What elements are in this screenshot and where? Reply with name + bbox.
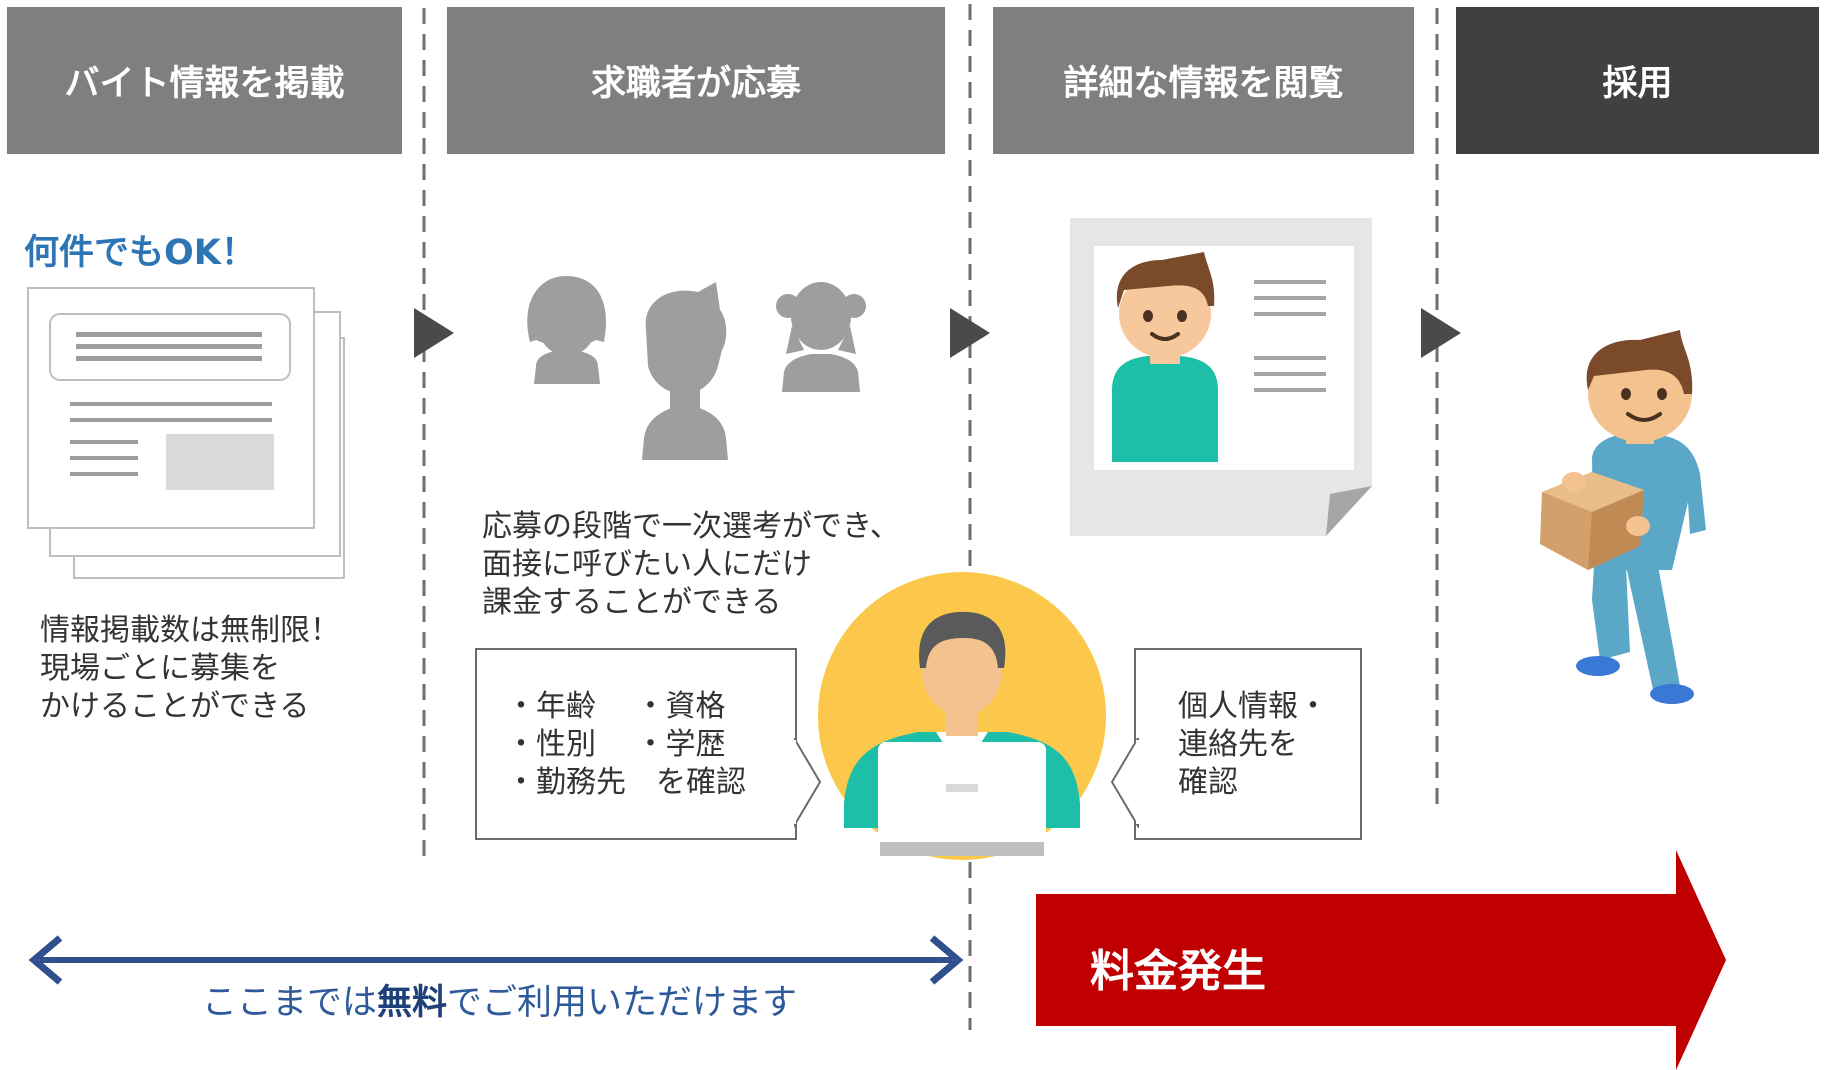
post-description: 情報掲載数は無制限！ 現場ごとに募集を かけることができる [40, 613, 340, 724]
step-header-view: 詳細な情報を閲覧 [993, 7, 1414, 154]
triangle-right-icon [950, 308, 990, 358]
free-usage-caption: ここまでは無料でご利用いただけます [202, 974, 797, 1025]
free-prefix: ここまでは [202, 983, 378, 1023]
worker-with-box-icon [1540, 330, 1706, 704]
fee-label: 料金発生 [1090, 946, 1266, 997]
unlimited-headline: 何件でもOK！ [24, 233, 256, 273]
check-items-text: ・年齢 ・資格 ・性別 ・学歴 ・勤務先 を確認 [506, 689, 746, 800]
personal-info-box [1134, 648, 1362, 840]
applicant-silhouettes-icon [527, 276, 866, 460]
free-suffix: でご利用いただけます [447, 983, 798, 1023]
apply-description: 応募の段階で一次選考ができ、 面接に呼びたい人にだけ 課金することができる [482, 509, 900, 620]
callout-pointer [1110, 738, 1140, 828]
triangle-right-icon [414, 308, 454, 358]
triangle-right-icon [1421, 308, 1461, 358]
recruiter-laptop-icon [818, 572, 1106, 860]
free-bold: 無料 [377, 983, 448, 1023]
profile-card-icon [1070, 218, 1372, 536]
step-header-apply: 求職者が応募 [447, 7, 945, 154]
personal-info-text: 個人情報・ 連絡先を 確認 [1178, 689, 1328, 800]
free-range-arrow [28, 935, 964, 985]
document-stack-icon [27, 287, 345, 579]
callout-pointer [794, 738, 822, 828]
step-header-post: バイト情報を掲載 [7, 7, 402, 154]
fee-arrow [1036, 850, 1726, 1070]
step-header-hire: 採用 [1456, 7, 1819, 154]
